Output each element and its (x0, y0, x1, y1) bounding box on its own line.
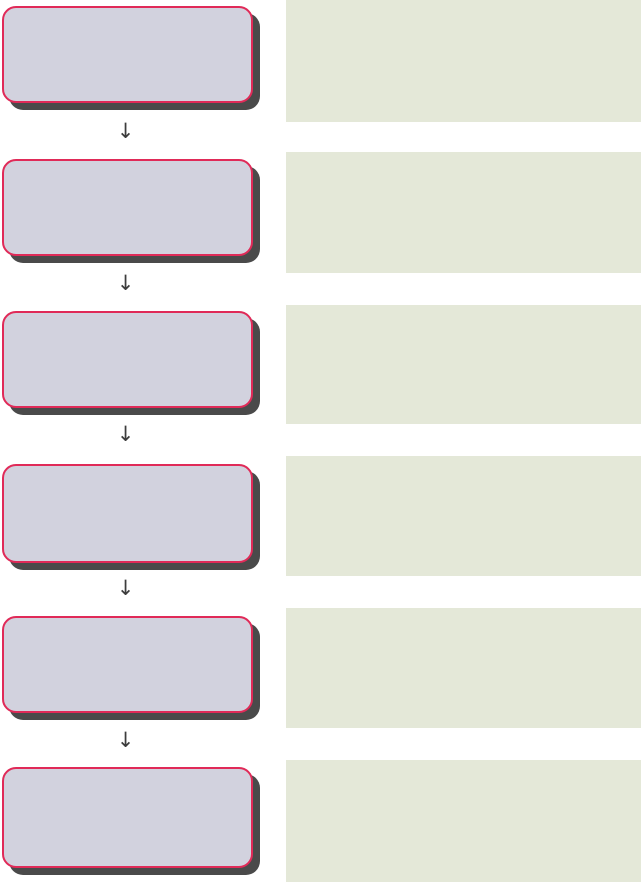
annotation-column (286, 0, 641, 882)
annotation-panel-2 (286, 152, 641, 273)
annotation-panel-3 (286, 305, 641, 424)
flow-node-4[interactable] (2, 464, 253, 563)
flow-node-2[interactable] (2, 159, 253, 256)
arrow-down-icon: ↓ (116, 576, 135, 600)
arrow-down-icon: ↓ (116, 271, 135, 295)
annotation-panel-4 (286, 456, 641, 576)
flow-node-5[interactable] (2, 616, 253, 713)
flow-node-6[interactable] (2, 767, 253, 868)
arrow-down-icon: ↓ (116, 422, 135, 446)
flow-node-3[interactable] (2, 311, 253, 408)
flow-node-1[interactable] (2, 6, 253, 103)
annotation-panel-1 (286, 0, 641, 122)
annotation-panel-6 (286, 760, 641, 882)
flowchart-column: ↓ ↓ ↓ ↓ ↓ (0, 0, 286, 882)
arrow-down-icon: ↓ (116, 119, 135, 143)
annotation-panel-5 (286, 608, 641, 728)
arrow-down-icon: ↓ (116, 728, 135, 752)
